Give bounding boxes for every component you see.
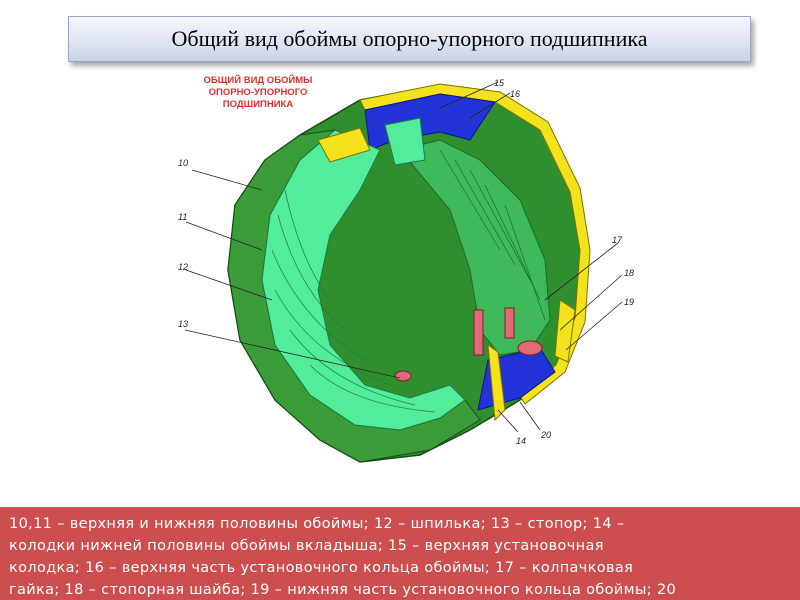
callout-10: 10 [178, 158, 188, 168]
slide-title: Общий вид обоймы опорно-упорного подшипн… [171, 26, 648, 51]
caption-box: 10,11 – верхняя и нижняя половины обоймы… [0, 507, 800, 600]
bearing-illustration: ОБЩИЙ ВИД ОБОЙМЫ ОПОРНО-УПОРНОГО ПОДШИПН… [178, 74, 634, 463]
callout-12: 12 [178, 262, 188, 272]
callout-leaders [184, 81, 623, 433]
callout-11: 11 [178, 212, 187, 222]
cavity-hatching [439, 149, 546, 321]
cap-nut-17 [517, 340, 543, 356]
figure-heading-line-3: ПОДШИПНИКА [223, 99, 294, 110]
stopper-13 [394, 370, 412, 382]
slide-title-box: Общий вид обоймы опорно-упорного подшипн… [68, 16, 751, 62]
stud-12 [473, 309, 484, 356]
callout-18: 18 [624, 268, 634, 278]
top-boss [384, 117, 426, 166]
caption-line-3: колодка; 16 – верхняя часть установочног… [9, 560, 634, 576]
figure-heading-line-2: ОПОРНО-УПОРНОГО [209, 87, 308, 98]
callout-14: 14 [516, 436, 526, 446]
callout-19: 19 [624, 297, 634, 307]
caption-line-1: 10,11 – верхняя и нижняя половины обоймы… [9, 516, 625, 532]
setting-ring-lower [487, 343, 506, 422]
flange-left [317, 127, 371, 163]
callout-17: 17 [612, 235, 623, 245]
figure-heading-line-1: ОБЩИЙ ВИД ОБОЙМЫ [204, 74, 313, 86]
bore-hatching [271, 189, 436, 413]
caption-line-2: колодки нижней половины обоймы вкладыша;… [9, 538, 604, 554]
callout-13: 13 [178, 319, 188, 329]
callout-15: 15 [494, 78, 505, 88]
caption-line-4: гайка; 18 – стопорная шайба; 19 – нижняя… [9, 582, 677, 598]
callout-16: 16 [510, 89, 520, 99]
callout-20: 20 [540, 430, 551, 440]
stud-cap [504, 307, 515, 339]
